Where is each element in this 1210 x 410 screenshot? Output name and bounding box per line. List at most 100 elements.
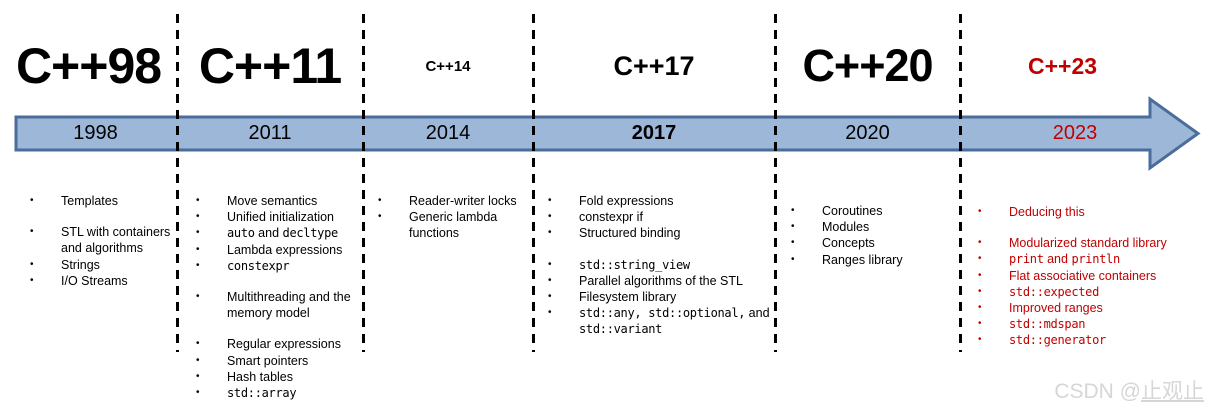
bullet-dot: • bbox=[196, 387, 200, 399]
feature-item: • STL with containers and algorithms bbox=[24, 224, 172, 256]
feature-item: • std::expected bbox=[972, 284, 1187, 300]
feature-text: std::array bbox=[227, 386, 297, 401]
bullet-dot: • bbox=[30, 195, 34, 206]
feature-text: Coroutines bbox=[822, 204, 883, 218]
feature-item: • std::array bbox=[190, 385, 358, 401]
bullet-dot: • bbox=[978, 237, 982, 249]
feature-text: constexpr if bbox=[579, 210, 643, 225]
feature-column-cpp11: • Move semantics • Unified initialization•a… bbox=[190, 193, 358, 401]
feature-text: constexpr bbox=[227, 258, 290, 273]
feature-item: •auto and decltype bbox=[190, 225, 358, 241]
bullet-dot: • bbox=[548, 211, 552, 223]
feature-item: •Hash tables bbox=[190, 369, 358, 385]
dashed-separator-4 bbox=[774, 14, 777, 352]
bullet-dot: • bbox=[978, 285, 982, 297]
bullet-dot: • bbox=[791, 253, 795, 265]
feature-item: •Smart pointers bbox=[190, 353, 358, 369]
feature-text: Unified initialization bbox=[227, 210, 335, 225]
feature-list-cpp17: •Fold expressions • constexpr if • Structure… bbox=[542, 193, 770, 338]
feature-item: •std::mdspan bbox=[972, 316, 1187, 332]
feature-list-cpp11: • Move semantics • Unified initialization•a… bbox=[190, 193, 358, 401]
feature-item: •Fold expressions bbox=[542, 193, 770, 209]
bullet-dot: • bbox=[791, 205, 795, 216]
feature-item: •Modules bbox=[785, 219, 945, 235]
watermark-prefix: CSDN @ bbox=[1054, 380, 1141, 403]
bullet-dot: • bbox=[196, 370, 200, 382]
feature-column-cpp17: •Fold expressions • constexpr if • Structure… bbox=[542, 193, 770, 338]
feature-text: std::string_view bbox=[579, 257, 690, 272]
feature-text: Filesystem library bbox=[579, 290, 677, 305]
year-label-cpp20: 2020 bbox=[845, 122, 890, 144]
feature-item: •Templates bbox=[24, 193, 172, 209]
feature-item: • Filesystem library bbox=[542, 289, 770, 305]
feature-text: Improved ranges bbox=[1009, 301, 1103, 316]
watermark: CSDN @止观止 bbox=[1054, 375, 1204, 405]
bullet-dot: • bbox=[548, 274, 552, 286]
bullet-dot: • bbox=[978, 206, 982, 217]
feature-text: std::expected bbox=[1009, 284, 1100, 299]
bullet-dot: • bbox=[196, 259, 200, 271]
year-label-cpp23: 2023 bbox=[1052, 122, 1098, 144]
feature-text: STL with containers and algorithms bbox=[61, 225, 171, 256]
feature-item: • Ranges library bbox=[785, 252, 945, 268]
feature-text: Lambda expressions bbox=[227, 242, 343, 257]
feature-text: Generic lambda functions bbox=[409, 210, 498, 241]
feature-list-cpp14: • Reader-writer locks• Generic lambda func… bbox=[372, 193, 530, 242]
feature-item: •Lambda expressions bbox=[190, 242, 358, 258]
feature-item: • Improved ranges bbox=[972, 300, 1187, 316]
feature-item: • std::string_view bbox=[542, 257, 770, 273]
feature-item: • Multithreading and the memory model bbox=[190, 289, 358, 321]
feature-text: Ranges library bbox=[822, 252, 903, 267]
version-title-cpp11: C++11 bbox=[198, 38, 342, 94]
feature-text: Multithreading and the memory model bbox=[227, 290, 351, 321]
feature-item: •I/O Streams bbox=[24, 273, 172, 289]
bullet-dot: • bbox=[791, 221, 795, 233]
feature-item: •Modularized standard library bbox=[972, 235, 1187, 251]
dashed-separator-5 bbox=[959, 14, 962, 352]
bullet-dot: • bbox=[548, 258, 552, 270]
bullet-dot: • bbox=[196, 291, 200, 303]
feature-text: Deducing this bbox=[1009, 205, 1085, 219]
feature-item: • Deducing this bbox=[972, 204, 1187, 220]
bullet-dot: • bbox=[378, 211, 382, 223]
bullet-dot: • bbox=[196, 354, 200, 366]
feature-column-cpp14: • Reader-writer locks• Generic lambda func… bbox=[372, 193, 530, 242]
feature-list-cpp20: •Coroutines•Modules•Concepts•Ranges libr… bbox=[785, 203, 945, 268]
bullet-dot: • bbox=[548, 227, 552, 239]
feature-item: • Coroutines bbox=[785, 203, 945, 219]
bullet-dot: • bbox=[978, 269, 982, 281]
feature-item: • Structured binding bbox=[542, 225, 770, 241]
feature-item: •Strings bbox=[24, 257, 172, 273]
bullet-dot: • bbox=[548, 307, 552, 319]
bullet-dot: • bbox=[791, 237, 795, 249]
feature-item: •std::generator bbox=[972, 332, 1187, 348]
bullet-dot: • bbox=[196, 211, 200, 223]
feature-column-cpp98: •Templates•STL with containers and algor… bbox=[24, 193, 172, 289]
feature-item: • Concepts bbox=[785, 235, 945, 251]
feature-text: I/O Streams bbox=[61, 273, 128, 288]
feature-column-cpp20: •Coroutines•Modules•Concepts•Ranges libr… bbox=[785, 203, 945, 268]
bullet-dot: • bbox=[978, 302, 982, 314]
version-title-cpp23: C++23 bbox=[1027, 52, 1098, 79]
dashed-separator-2 bbox=[362, 14, 365, 352]
feature-item: • Unified initialization bbox=[190, 209, 358, 225]
year-label-cpp98: 1998 bbox=[73, 122, 118, 144]
bullet-dot: • bbox=[548, 291, 552, 303]
year-label-cpp14: 2014 bbox=[425, 122, 471, 144]
feature-list-cpp98: •Templates•STL with containers and algor… bbox=[24, 193, 172, 289]
feature-text: std::mdspan bbox=[1009, 317, 1086, 332]
watermark-author: 止观止 bbox=[1141, 380, 1204, 403]
feature-item: • Generic lambda functions bbox=[372, 209, 530, 241]
feature-item: •Regular expressions bbox=[190, 336, 358, 352]
bullet-dot: • bbox=[196, 195, 200, 206]
bullet-dot: • bbox=[30, 226, 34, 238]
feature-text: Structured binding bbox=[579, 226, 681, 241]
version-title-cpp20: C++20 bbox=[802, 40, 933, 91]
feature-text: Move semantics bbox=[227, 194, 318, 208]
feature-text: Concepts bbox=[822, 236, 875, 251]
bullet-dot: • bbox=[196, 338, 200, 350]
version-title-cpp14: C++14 bbox=[425, 57, 471, 75]
dashed-separator-3 bbox=[532, 14, 535, 352]
feature-text: Reader-writer locks bbox=[409, 194, 517, 208]
